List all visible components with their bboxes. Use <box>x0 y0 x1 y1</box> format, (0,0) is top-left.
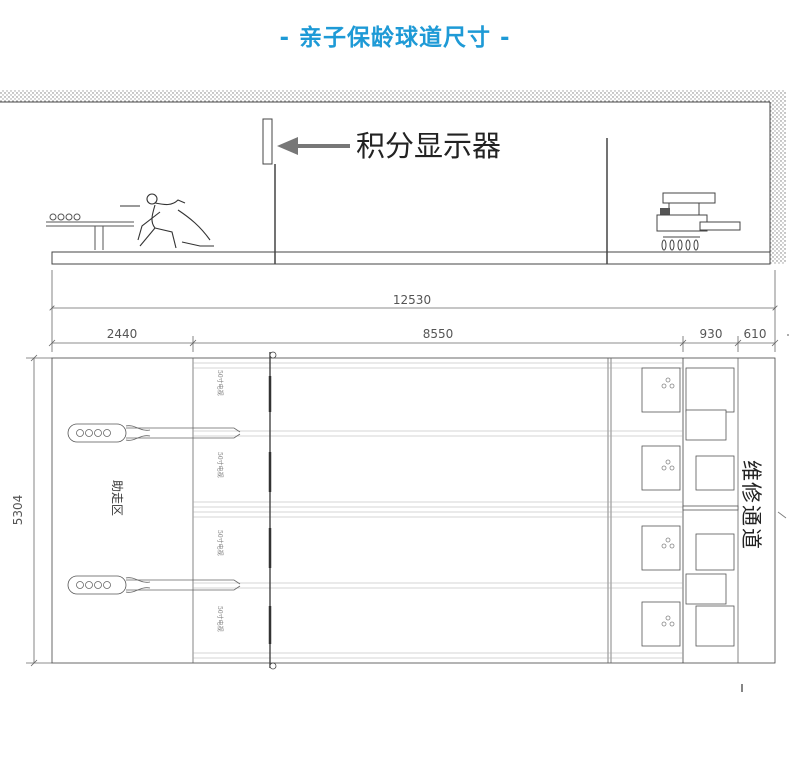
scoreboard-label: 积分显示器 <box>356 129 501 163</box>
screen-label-2: 50寸电视 <box>216 452 224 478</box>
dim-lane: 8550 <box>423 327 454 341</box>
dim-pinsetter: 930 <box>700 327 723 341</box>
scoreboard-screen <box>262 118 273 165</box>
bowler-figure <box>120 193 214 249</box>
dim-approach: 2440 <box>107 327 138 341</box>
dim-passage: 610 <box>744 327 767 341</box>
lane-bed <box>51 251 771 265</box>
svg-text:维: 维 <box>739 460 763 481</box>
dim-total: 12530 <box>393 293 431 307</box>
ball-return-1 <box>67 423 241 443</box>
dimension-lines <box>26 270 779 667</box>
page-title: - 亲子保龄球道尺寸 - <box>279 25 511 51</box>
scoreboard-callout: 积分显示器 <box>277 129 501 163</box>
screen-label-3: 50寸电视 <box>216 530 224 556</box>
dim-width: 5304 <box>11 495 25 526</box>
arrow-left-icon <box>277 137 298 155</box>
end-wall <box>770 102 786 264</box>
side-elevation <box>0 90 786 265</box>
ceiling <box>0 90 786 102</box>
svg-text:道: 道 <box>739 528 763 549</box>
svg-text:修: 修 <box>739 482 763 503</box>
ball-return-2 <box>67 575 241 595</box>
pinsetter-side <box>656 192 741 251</box>
approach-label: 助走区 <box>110 480 124 516</box>
plan-view <box>51 334 789 692</box>
screen-label-1: 50寸电视 <box>216 370 224 396</box>
maintenance-label: 维 修 通 道 <box>739 460 763 549</box>
svg-text:通: 通 <box>739 505 763 526</box>
pinsetter-plan <box>641 367 739 647</box>
screen-label-4: 50寸电视 <box>216 606 224 632</box>
